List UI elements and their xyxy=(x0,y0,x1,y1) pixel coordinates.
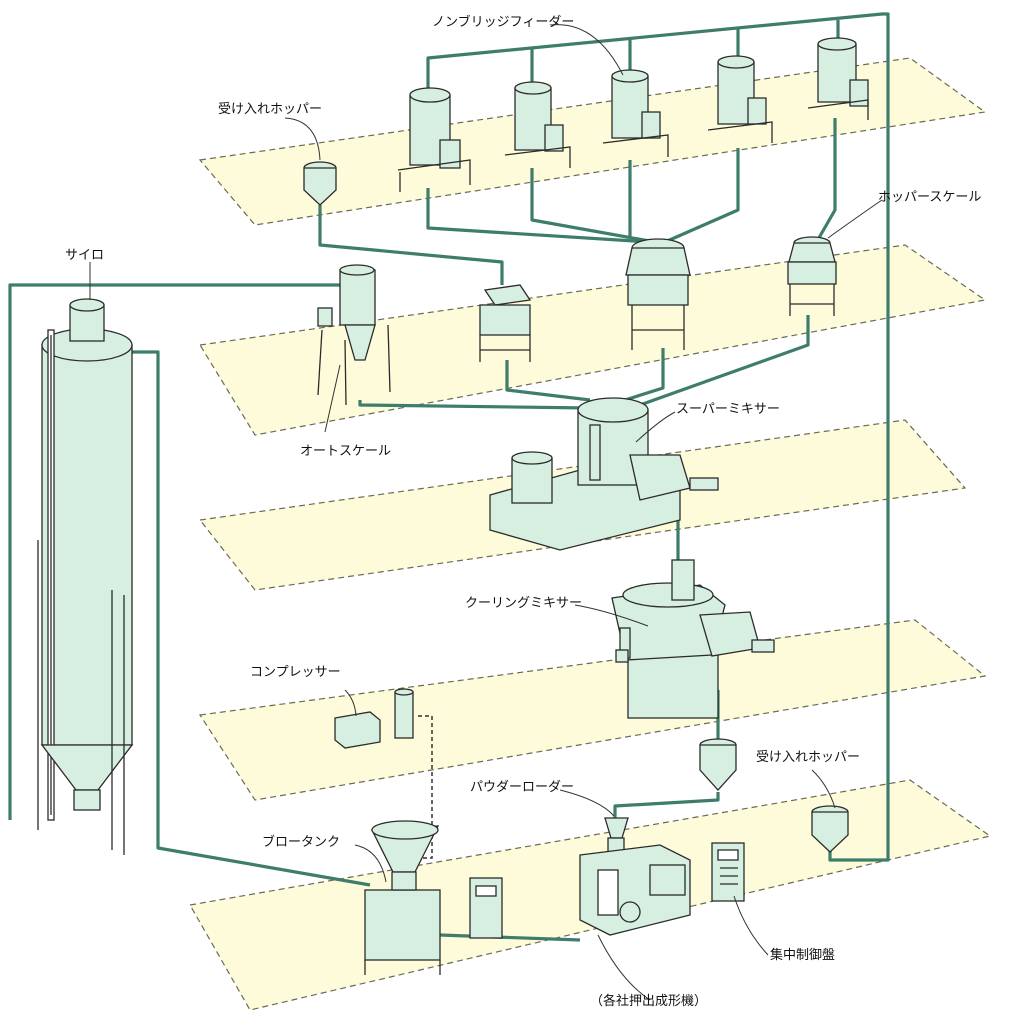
silo-machine xyxy=(38,299,132,855)
label-cooling-mixer: クーリングミキサー xyxy=(465,596,582,612)
blow-tank-machine xyxy=(365,821,440,975)
floor-level-4 xyxy=(200,620,985,800)
label-blow-tank: ブロータンク xyxy=(262,835,340,851)
label-hopper-scale: ホッパースケール xyxy=(878,190,981,206)
central-control-machine xyxy=(712,843,744,901)
label-powder-loader: パウダーローダー xyxy=(470,780,574,796)
pipe-silo-blowtank xyxy=(110,352,370,885)
label-silo: サイロ xyxy=(65,248,104,264)
label-auto-scale: オートスケール xyxy=(300,444,391,460)
label-receiving-hopper-bottom: 受け入れホッパー xyxy=(756,750,860,766)
label-nonbridge-feeder: ノンブリッジフィーダー xyxy=(432,15,574,31)
label-receiving-hopper-top: 受け入れホッパー xyxy=(218,102,322,118)
control-panel-left xyxy=(470,878,502,938)
label-central-control: 集中制御盤 xyxy=(770,948,835,964)
label-super-mixer: スーパーミキサー xyxy=(676,402,780,418)
hopper-scale-right xyxy=(788,237,836,316)
label-extruder: （各社押出成形機） xyxy=(590,994,707,1010)
extruder-machine xyxy=(580,845,690,935)
label-compressor: コンプレッサー xyxy=(250,665,341,681)
hopper-scale-small xyxy=(480,285,530,362)
receiving-hopper-middle-machine xyxy=(700,739,736,790)
